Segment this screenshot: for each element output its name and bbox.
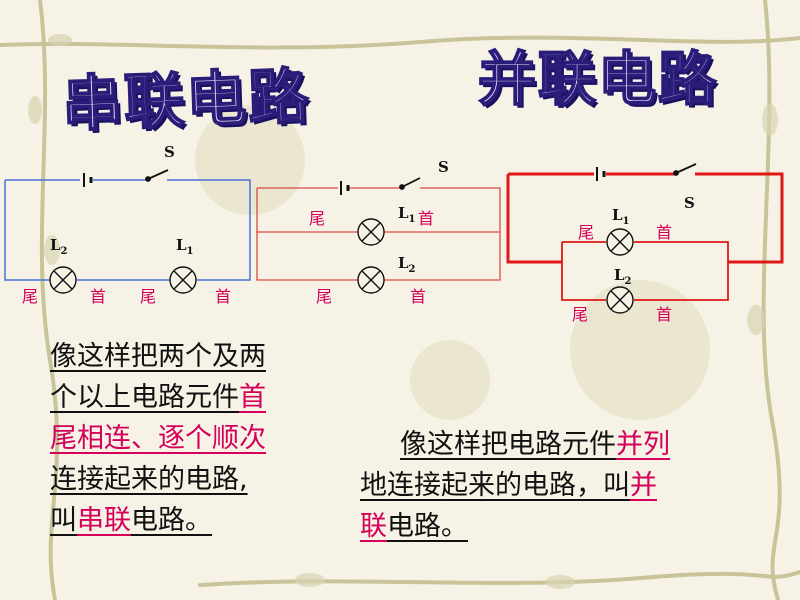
leaf-shape <box>44 235 60 265</box>
parallel2-switch-icon <box>673 163 697 176</box>
series-l1-tail-label: 尾 <box>140 287 156 306</box>
series-switch-icon <box>145 169 169 182</box>
title-parallel-circuit: 并联电路 <box>477 44 719 114</box>
parallel-line-2: 地连接起来的电路，叫并 <box>360 470 657 501</box>
series-l1-head-label: 首 <box>215 287 231 306</box>
parallel1-lamp-l1-icon <box>357 218 385 246</box>
parallel1-l1-head-label: 首 <box>418 209 434 228</box>
series-wire <box>4 179 251 281</box>
parallel2-l2-head-label: 首 <box>656 305 672 324</box>
parallel2-lamp-l2-icon <box>606 286 634 314</box>
parallel1-switch-label: S <box>438 158 449 176</box>
parallel1-l1-tail-label: 尾 <box>309 209 325 228</box>
parallel2-l1-tail-label: 尾 <box>578 223 594 242</box>
parallel1-switch-icon <box>399 177 421 190</box>
parallel1-wire <box>256 187 501 281</box>
parallel2-lamp-l1-icon <box>606 228 634 256</box>
parallel1-battery-icon <box>340 181 350 195</box>
series-switch-label: S <box>164 143 175 161</box>
series-circuit <box>4 179 251 281</box>
series-lamp-l1-icon <box>169 266 197 294</box>
parallel-line-1: 像这样把电路元件并列 <box>400 429 670 460</box>
parallel-circuit-1 <box>256 187 501 281</box>
series-lamp-l2-icon <box>49 266 77 294</box>
parallel-line-3: 联电路。 <box>360 511 468 542</box>
series-battery-icon <box>83 173 93 187</box>
series-lamp-l1-label: L1 <box>176 236 194 257</box>
leaf-shape <box>545 575 575 589</box>
leaf-shape <box>747 305 765 335</box>
parallel2-lamp-l2-label: L2 <box>614 266 632 287</box>
parallel1-lamp-l1-label: L1 <box>398 204 416 225</box>
parallel2-branch-wire <box>561 241 729 301</box>
parallel2-wire <box>506 172 784 264</box>
parallel2-battery-icon <box>596 167 606 181</box>
parallel2-l1-head-label: 首 <box>656 223 672 242</box>
parallel1-lamp-l2-label: L2 <box>398 254 416 275</box>
parallel1-lamp-l2-icon <box>357 266 385 294</box>
series-lamp-l2-label: L2 <box>50 236 68 257</box>
flower-shape <box>410 340 490 420</box>
parallel2-l2-tail-label: 尾 <box>572 305 588 324</box>
parallel1-l2-tail-label: 尾 <box>316 287 332 306</box>
parallel2-branches <box>561 241 729 301</box>
leaf-shape <box>48 34 72 46</box>
flower-shape <box>570 280 710 420</box>
leaf-shape <box>295 573 325 587</box>
parallel1-l2-head-label: 首 <box>410 287 426 306</box>
series-line-1: 像这样把两个及两 <box>50 341 266 372</box>
leaf-shape <box>28 96 42 124</box>
parallel-circuit-2 <box>506 172 784 264</box>
series-line-4: 连接起来的电路, <box>50 464 248 495</box>
parallel2-switch-label: S <box>684 194 695 212</box>
series-line-5: 叫串联电路。 <box>50 505 212 536</box>
series-line-2: 个以上电路元件首 <box>50 382 266 413</box>
series-line-3: 尾相连、逐个顺次 <box>50 423 266 454</box>
series-l2-tail-label: 尾 <box>22 287 38 306</box>
parallel-definition-text: 像这样把电路元件并列 地连接起来的电路，叫并 联电路。 <box>360 424 760 547</box>
parallel2-lamp-l1-label: L1 <box>612 206 630 227</box>
series-l2-head-label: 首 <box>90 287 106 306</box>
leaf-shape <box>762 104 778 136</box>
series-definition-text: 像这样把两个及两 个以上电路元件首 尾相连、逐个顺次 连接起来的电路, 叫串联电… <box>50 336 340 541</box>
